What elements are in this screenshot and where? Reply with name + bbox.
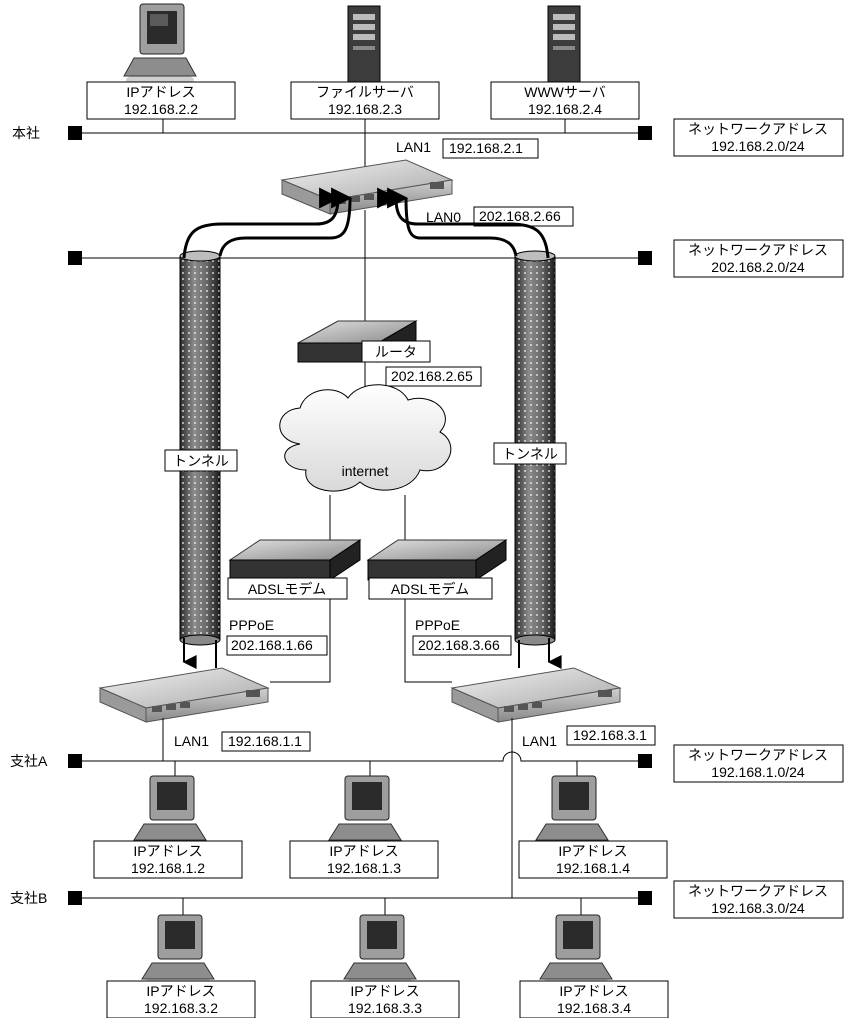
tunnel-left xyxy=(179,250,221,646)
bus-honsha xyxy=(68,126,652,140)
center-lan1-label: LAN1 xyxy=(396,139,431,155)
branch-b-lan1-address-box: 192.168.3.1 xyxy=(566,725,656,746)
net-address-box-honsha: ネットワークアドレス 192.168.2.0/24 xyxy=(673,118,844,157)
branch-a-wan-address-box: 202.168.1.66 xyxy=(226,635,328,656)
host-label: IPアドレス xyxy=(558,843,627,859)
host-ip: 192.168.3.3 xyxy=(348,1000,422,1016)
net-address-label: ネットワークアドレス xyxy=(688,242,828,258)
host-label-box: IPアドレス 192.168.1.3 xyxy=(289,840,439,879)
net-address-box-shisha-a: ネットワークアドレス 192.168.1.0/24 xyxy=(673,744,844,783)
tunnel-label: トンネル xyxy=(502,446,558,462)
host-ip: 192.168.2.4 xyxy=(528,101,602,117)
pc-icon xyxy=(141,914,215,991)
center-lan0-label: LAN0 xyxy=(426,209,461,225)
adsl-modem-label-box-right: ADSLモデム xyxy=(368,577,493,600)
net-address-value: 192.168.3.0/24 xyxy=(711,900,805,916)
host-ip: 192.168.1.3 xyxy=(327,860,401,876)
net-address-value: 202.168.2.0/24 xyxy=(711,259,805,275)
net-address-box-shisha-b: ネットワークアドレス 192.168.3.0/24 xyxy=(673,880,844,919)
network-name-honsha: 本社 xyxy=(12,125,40,141)
center-lan1-address: 192.168.2.1 xyxy=(449,140,523,156)
pc-icon xyxy=(539,914,613,991)
net-address-box-wan: ネットワークアドレス 202.168.2.0/24 xyxy=(673,239,844,278)
tunnel-label-box-right: トンネル xyxy=(493,442,567,465)
host-label: ファイルサーバ xyxy=(316,84,414,100)
center-lan1-address-box: 192.168.2.1 xyxy=(442,138,539,159)
tunnel-path-arrows xyxy=(182,187,562,669)
net-address-label: ネットワークアドレス xyxy=(688,883,828,899)
internet-label: internet xyxy=(342,463,389,479)
branch-a-lan1-label: LAN1 xyxy=(174,733,209,749)
net-address-label: ネットワークアドレス xyxy=(688,747,828,763)
branch-a-lan1-address: 192.168.1.1 xyxy=(228,733,302,749)
server-icon xyxy=(547,5,581,91)
branch-a-router-icon xyxy=(98,667,270,723)
branch-b-lan1-label: LAN1 xyxy=(522,733,557,749)
bus-shisha-a xyxy=(68,751,652,768)
host-label-box: ファイルサーバ 192.168.2.3 xyxy=(290,81,440,120)
branch-a-pppoe-label: PPPoE xyxy=(229,617,274,633)
branch-b-hosts xyxy=(182,898,582,915)
host-label: IPアドレス xyxy=(146,983,215,999)
adsl-modem-label: ADSLモデム xyxy=(391,581,469,597)
host-label: IPアドレス xyxy=(559,983,628,999)
adsl-modem-label: ADSLモデム xyxy=(248,581,326,597)
adsl-modem-label-box-left: ADSLモデム xyxy=(227,577,348,600)
host-label-box: IPアドレス 192.168.3.4 xyxy=(519,980,669,1018)
tunnel-label: トンネル xyxy=(173,453,229,469)
network-name-shisha-a: 支社A xyxy=(10,753,48,769)
internet-cloud-icon: internet xyxy=(279,384,452,492)
host-label: IPアドレス xyxy=(133,843,202,859)
host-ip: 192.168.2.3 xyxy=(328,101,402,117)
host-ip: 192.168.3.4 xyxy=(557,1000,631,1016)
bus-shisha-b xyxy=(68,891,652,905)
center-router-icon xyxy=(280,159,454,215)
host-label: IPアドレス xyxy=(329,843,398,859)
branch-b-lan1-address: 192.168.3.1 xyxy=(573,727,647,743)
host-label: IPアドレス xyxy=(126,84,195,100)
branch-b-wan-address: 202.168.3.66 xyxy=(418,637,500,653)
net-address-value: 192.168.1.0/24 xyxy=(711,764,805,780)
host-ip: 192.168.2.2 xyxy=(124,101,198,117)
net-address-label: ネットワークアドレス xyxy=(688,121,828,137)
host-ip: 192.168.1.4 xyxy=(556,860,630,876)
center-lan0-address: 202.168.2.66 xyxy=(479,208,561,224)
center-lan0-address-box: 202.168.2.66 xyxy=(473,206,574,227)
isp-router-label: ルータ xyxy=(375,344,417,360)
isp-router-address: 202.168.2.65 xyxy=(391,368,473,384)
host-label: IPアドレス xyxy=(350,983,419,999)
host-label-box: IPアドレス 192.168.2.2 xyxy=(86,81,236,120)
branch-a-wan-address: 202.168.1.66 xyxy=(231,637,313,653)
tunnel-label-box-left: トンネル xyxy=(164,449,238,472)
pc-icon xyxy=(343,914,417,991)
host-label: WWWサーバ xyxy=(524,84,606,100)
host-ip: 192.168.1.2 xyxy=(131,860,205,876)
net-address-value: 192.168.2.0/24 xyxy=(711,138,805,154)
network-name-shisha-b: 支社B xyxy=(10,890,47,906)
branch-b-pppoe-label: PPPoE xyxy=(415,617,460,633)
host-label-box: IPアドレス 192.168.3.3 xyxy=(310,980,460,1018)
branch-a-lan1-address-box: 192.168.1.1 xyxy=(221,731,311,752)
adsl-modem-icon-right xyxy=(366,539,508,581)
bus-wan xyxy=(68,251,652,265)
host-label-box: IPアドレス 192.168.3.2 xyxy=(106,980,256,1018)
pc-icon xyxy=(123,3,197,88)
branch-b-router-icon xyxy=(450,667,622,723)
host-label-box: WWWサーバ 192.168.2.4 xyxy=(490,81,640,120)
isp-router-label-box: ルータ xyxy=(361,340,431,363)
isp-router-address-box: 202.168.2.65 xyxy=(385,366,482,387)
branch-b-wan-address-box: 202.168.3.66 xyxy=(412,635,512,656)
host-label-box: IPアドレス 192.168.1.4 xyxy=(518,840,668,879)
branch-a-hosts xyxy=(174,761,578,776)
adsl-modem-icon-left xyxy=(228,539,362,581)
host-label-box: IPアドレス 192.168.1.2 xyxy=(93,840,243,879)
server-icon xyxy=(347,5,381,91)
host-ip: 192.168.3.2 xyxy=(144,1000,218,1016)
